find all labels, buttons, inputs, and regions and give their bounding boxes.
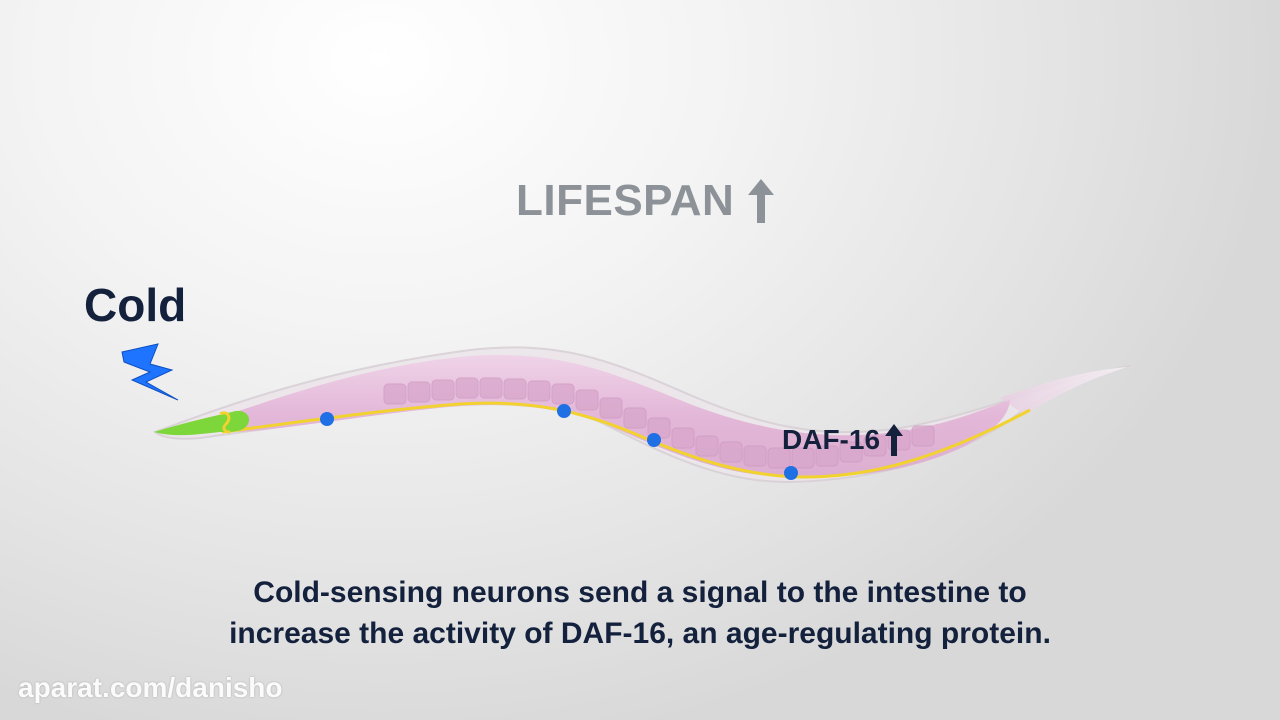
nerve-cord xyxy=(221,401,1031,479)
neuron-dot xyxy=(320,412,334,426)
cold-sensing-neuron xyxy=(219,411,231,434)
daf16-label: DAF-16 xyxy=(782,423,904,457)
cold-label: Cold xyxy=(84,279,187,331)
intestine-cells xyxy=(383,377,935,469)
daf16-text: DAF-16 xyxy=(782,424,881,455)
lifespan-title: LIFESPAN xyxy=(516,176,776,226)
lightning-bolt-icon xyxy=(121,343,179,401)
lifespan-up-arrow-icon xyxy=(748,179,775,223)
caption: Cold-sensing neurons send a signal to th… xyxy=(0,572,1280,654)
worm-tail xyxy=(1000,367,1128,415)
daf16-up-arrow-icon xyxy=(885,424,904,456)
neuron-dot xyxy=(647,433,661,447)
watermark: aparat.com/danisho xyxy=(18,672,283,703)
neuron-dots xyxy=(320,404,798,480)
neuron-dot xyxy=(557,404,571,418)
lifespan-label: LIFESPAN xyxy=(516,176,735,225)
caption-line-2: increase the activity of DAF-16, an age-… xyxy=(229,617,1051,650)
caption-line-1: Cold-sensing neurons send a signal to th… xyxy=(253,576,1027,609)
neuron-dot xyxy=(784,466,798,480)
